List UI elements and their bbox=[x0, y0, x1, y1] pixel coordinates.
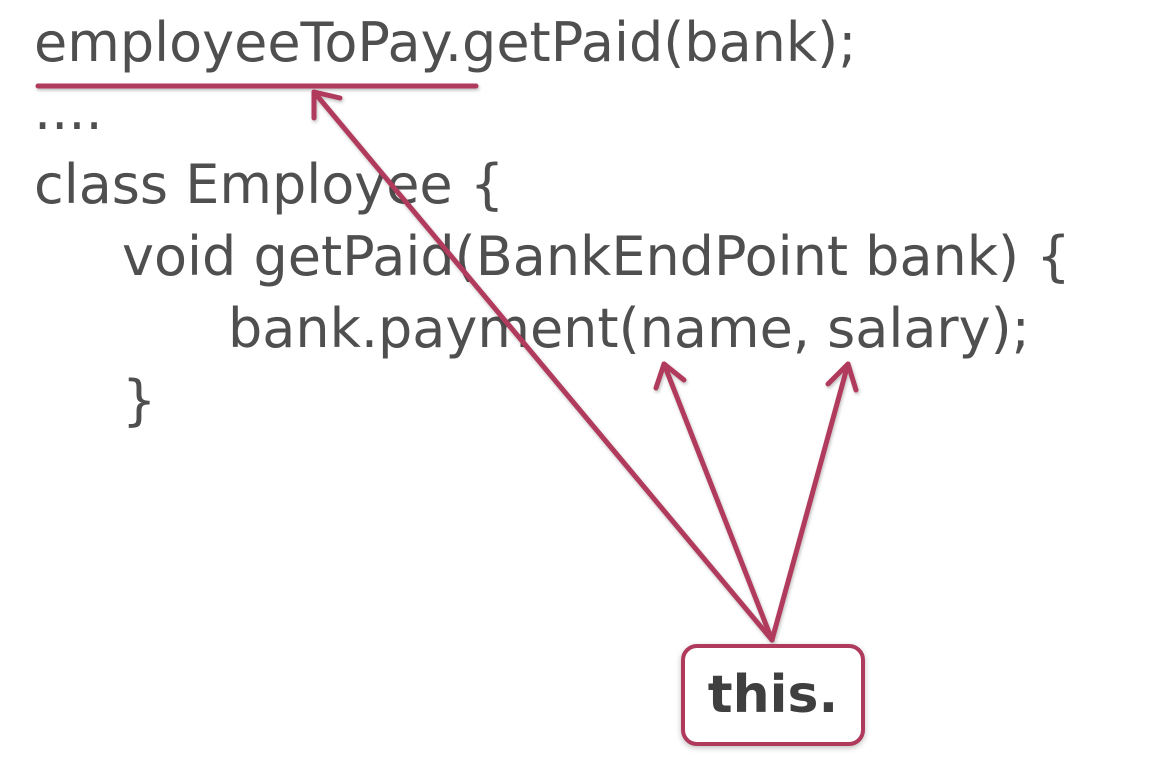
code-line-method-body: bank.payment(name, salary); bbox=[228, 297, 1030, 360]
arrow-head-employee-to-pay bbox=[311, 89, 343, 121]
arrow-head-salary bbox=[825, 361, 859, 393]
code-line-method-signature: void getPaid(BankEndPoint bank) { bbox=[122, 225, 1071, 288]
this-callout-box: this. bbox=[681, 644, 865, 746]
code-line-class-declaration: class Employee { bbox=[34, 153, 505, 216]
arrow-to-name bbox=[661, 361, 775, 643]
code-line-method-call: employeeToPay.getPaid(bank); bbox=[34, 11, 857, 74]
arrow-to-salary bbox=[769, 361, 851, 643]
this-callout-label: this. bbox=[707, 665, 839, 725]
arrow-head-name bbox=[653, 361, 687, 391]
code-line-ellipsis: .... bbox=[34, 79, 103, 142]
code-line-closing-brace: } bbox=[122, 369, 157, 432]
